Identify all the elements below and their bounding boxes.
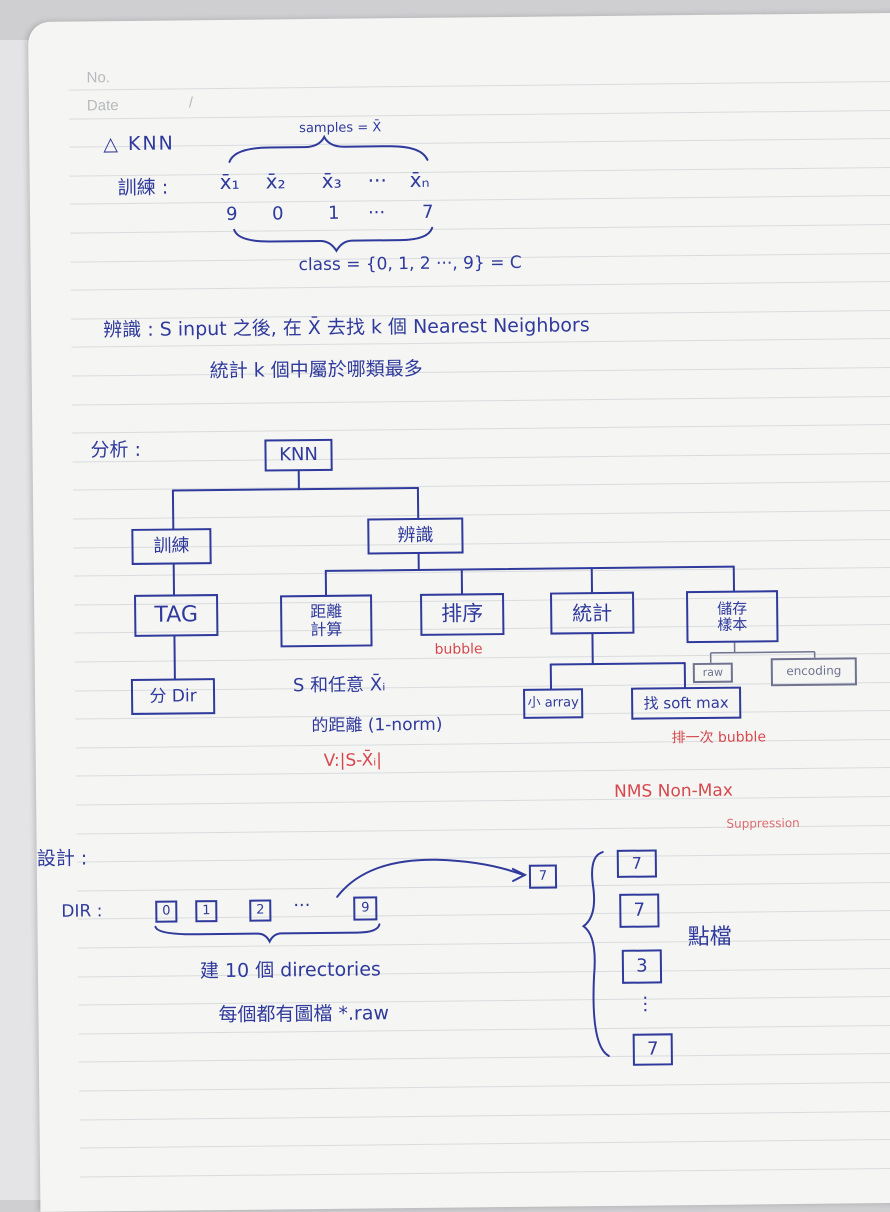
notebook-page: No. Date / △ KNN samples = X̄ 訓練 : x̄₁ x… [28, 13, 890, 1212]
diagram-lines [28, 13, 890, 1212]
